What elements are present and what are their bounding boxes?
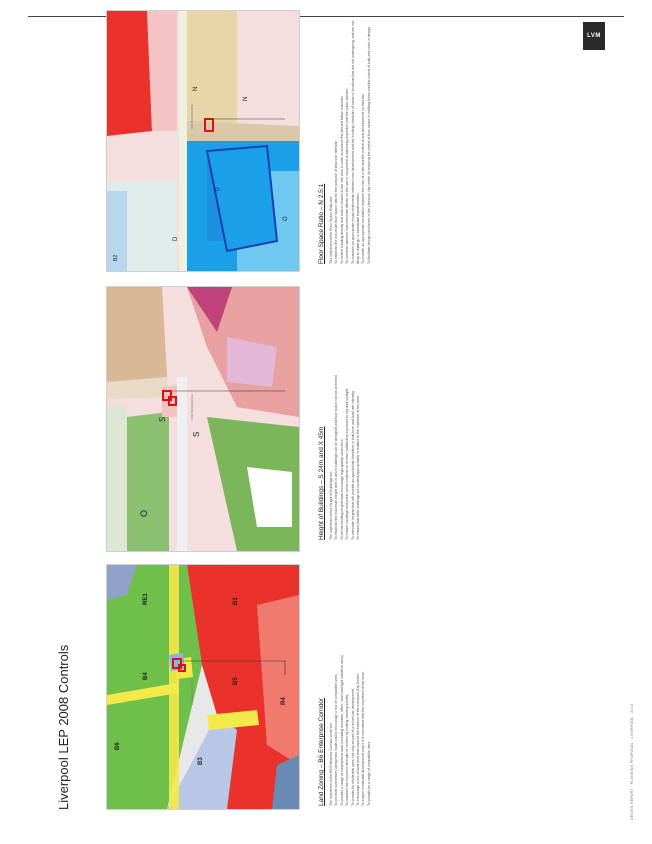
svg-text:B6: B6 xyxy=(115,742,121,750)
top-rule xyxy=(28,16,624,17)
svg-text:O: O xyxy=(283,216,289,221)
land-zoning-heading: Land Zoning – B6 Enterprise Corridor xyxy=(318,697,325,806)
land-zoning-map-graphic: RE1 B4 B6 B1 B5 B3 R4 xyxy=(107,565,299,809)
svg-text:N: N xyxy=(243,97,249,101)
svg-text:N: N xyxy=(193,87,199,91)
company-logo: LVM xyxy=(583,22,605,50)
fsr-section: Floor Space Ratio – N 2.5:1 The objectiv… xyxy=(318,14,372,264)
svg-text:R4: R4 xyxy=(281,697,287,705)
height-section: Height of Buildings – S 24m and X 45m Th… xyxy=(318,290,361,540)
svg-text:B5: B5 xyxy=(233,677,239,685)
svg-text:B3: B3 xyxy=(198,757,204,765)
svg-text:S: S xyxy=(158,417,167,422)
height-map-graphic: O S S xyxy=(107,287,299,551)
fsr-heading: Floor Space Ratio – N 2.5:1 xyxy=(318,183,325,264)
height-of-buildings-map: O S S xyxy=(106,286,300,552)
page-title: Liverpool LEP 2008 Controls xyxy=(56,644,71,810)
fsr-line: To facilitate design excellence in the L… xyxy=(366,25,371,264)
svg-text:D: D xyxy=(173,236,179,241)
fsr-body: The objectives of the Floor Space Ratio … xyxy=(329,14,372,264)
land-zoning-line: To provide for a range of compatible use… xyxy=(366,740,371,806)
map-2-reference-label: FOR REFERENCE xyxy=(190,394,194,420)
height-line: To ensure that taller buildings are loca… xyxy=(356,394,361,540)
svg-text:B2: B2 xyxy=(113,255,119,261)
floor-space-ratio-map: D N N D O B2 xyxy=(106,10,300,272)
height-heading: Height of Buildings – S 24m and X 45m xyxy=(318,426,325,540)
svg-text:B1: B1 xyxy=(233,597,239,605)
svg-text:S: S xyxy=(192,432,201,437)
fsr-map-graphic: D N N D O B2 xyxy=(107,11,299,271)
svg-text:RE1: RE1 xyxy=(143,593,149,605)
svg-text:D: D xyxy=(215,187,221,191)
fsr-line: To maintain an appropriate visual relati… xyxy=(350,20,361,264)
land-zoning-map: RE1 B4 B6 B1 B5 B3 R4 xyxy=(106,564,300,810)
page-footer: DESIGN REPORT · PLANNING PROPOSAL · LIVE… xyxy=(630,703,634,820)
land-zoning-body: The objectives of the B6 Enterprise Corr… xyxy=(329,566,372,807)
svg-text:O: O xyxy=(139,510,149,517)
map-1-reference-label: FOR REFERENCE xyxy=(190,679,194,705)
height-body: The objectives of the Height of Building… xyxy=(329,290,361,540)
svg-text:B4: B4 xyxy=(143,672,149,680)
land-zoning-section: Land Zoning – B6 Enterprise Corridor The… xyxy=(318,566,372,807)
map-3-reference-label: FOR REFERENCE xyxy=(190,104,194,130)
